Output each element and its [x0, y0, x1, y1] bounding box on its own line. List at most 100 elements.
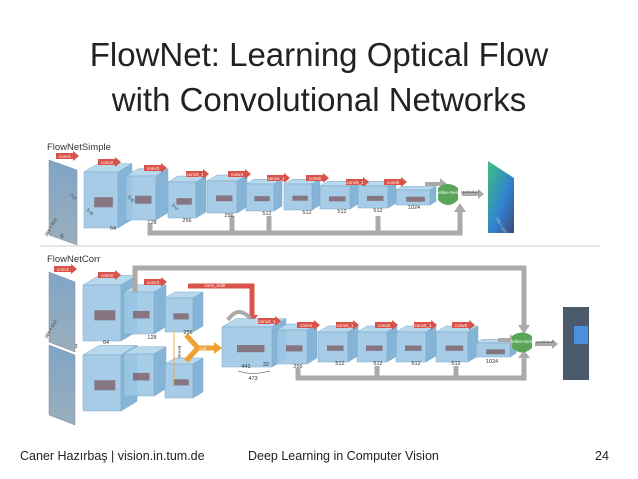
- cube-side: [349, 180, 359, 210]
- cube-side: [425, 325, 437, 363]
- skip-arrowhead: [518, 325, 530, 334]
- corr-channel-label: 256: [293, 364, 302, 370]
- refinement-block: [438, 184, 458, 205]
- simple-channel-label: 128: [147, 220, 156, 226]
- simple-channel-label: 1024: [408, 205, 420, 211]
- corr-conv-label: conv5_1: [414, 323, 432, 328]
- conv-arrow: [144, 277, 167, 287]
- kernel-block: [133, 310, 150, 319]
- kernel-block: [327, 345, 344, 351]
- conv-arrow: [297, 320, 320, 330]
- kernel-block: [286, 345, 303, 352]
- input-image-2: [48, 344, 76, 426]
- refinement-block: [512, 332, 532, 353]
- correlation-volume: [221, 318, 287, 368]
- kernel-block: [173, 313, 189, 320]
- page-number: 24: [595, 449, 609, 463]
- simple-layer-conv2: [125, 168, 169, 221]
- corr-label: corr: [199, 346, 207, 351]
- skip-arrowhead: [454, 203, 466, 212]
- input-channels: 6: [60, 234, 63, 240]
- simple-conv-label: conv5: [309, 176, 322, 181]
- conv-redir-label: conv_redir: [204, 283, 226, 288]
- corr-channel-label: 256: [183, 330, 192, 336]
- simple-layer-conv6: [395, 185, 437, 206]
- simple-layer-conv4_1: [283, 178, 321, 211]
- kernel-block: [216, 195, 233, 202]
- simple-layer-conv3: [167, 175, 207, 219]
- corr-conv-label: conv1: [57, 267, 70, 272]
- simple-conv-label: conv5_1: [346, 180, 364, 185]
- cube-side: [311, 178, 321, 211]
- kernel-size-label: 3×3: [171, 202, 180, 211]
- simple-conv-label: conv4_1: [267, 176, 285, 181]
- simple-channel-label: 256: [182, 218, 191, 224]
- conv-arrow: [258, 316, 281, 326]
- simple-conv-label: conv2: [101, 160, 114, 165]
- conv-arrow: [98, 270, 121, 280]
- skip-arrowhead: [518, 350, 530, 358]
- kernel-block: [445, 345, 464, 351]
- simple-conv-label: conv3_1: [186, 172, 204, 177]
- corr-conv-label: conv2: [101, 273, 114, 278]
- cube-side: [386, 325, 398, 363]
- flow-arrow: [498, 334, 516, 346]
- simple-conv-label: conv3: [147, 166, 160, 171]
- prediction-arrow: [462, 189, 484, 199]
- simple-channel-label: 64: [110, 226, 116, 232]
- refinement-label: refine-ment: [437, 190, 461, 195]
- simple-conv-label: conv4: [231, 172, 244, 177]
- kernel-block: [292, 195, 308, 201]
- kernel-size-label: 5×5: [127, 194, 136, 203]
- simple-conv-label: conv6: [387, 180, 400, 185]
- cube-side: [153, 284, 167, 335]
- kernel-label: kernel: [177, 346, 182, 358]
- corr-arrow: [184, 333, 214, 363]
- brace: [237, 370, 271, 374]
- corr-channel-label: 512: [373, 361, 382, 367]
- simple-channel-label: 512: [262, 211, 271, 217]
- simple-channel-label: 512: [302, 210, 311, 216]
- conv-arrow: [56, 151, 79, 161]
- total-channels-label: 473: [248, 376, 257, 382]
- conv-redir-path: [188, 283, 255, 315]
- kernel-block: [173, 379, 189, 386]
- prediction-label: prediction: [536, 339, 553, 344]
- corr-arrowhead: [214, 342, 222, 354]
- conv-arrow: [384, 177, 407, 187]
- corr-conv-label: conv6: [455, 323, 468, 328]
- redir-channels-label: 32: [263, 362, 269, 368]
- input-image-pair: [48, 159, 78, 246]
- cube-side: [195, 175, 207, 219]
- kernel-size-label: 5×5: [86, 207, 95, 216]
- kernel-block: [405, 345, 422, 351]
- simple-conv-label: conv1: [59, 154, 72, 159]
- corr-conv-label: conv3: [147, 280, 160, 285]
- simple-layer-conv3_1: [206, 174, 248, 214]
- corr-channel-label: 512: [335, 361, 344, 367]
- cube-side: [347, 325, 359, 363]
- corr-layer-conv3_1: [276, 323, 318, 365]
- cube-top: [395, 186, 437, 191]
- kernel-block: [94, 380, 116, 391]
- corr-layer-conv5_1: [435, 325, 479, 363]
- prediction-arrow: [535, 339, 558, 349]
- kernel-block: [133, 372, 150, 381]
- cube-side: [192, 357, 204, 399]
- conv-arrow: [54, 264, 77, 274]
- conv-arrow: [336, 320, 359, 330]
- kernel-block: [254, 196, 270, 202]
- footer-author: Caner Hazırbaş | vision.in.tum.de: [20, 449, 205, 463]
- conv-arrow: [452, 320, 475, 330]
- cube-side: [387, 180, 397, 209]
- cube-side: [155, 168, 169, 221]
- corr-conv3-bottom: [164, 357, 204, 399]
- kernel-block: [135, 195, 152, 204]
- kernel-block: [406, 196, 425, 202]
- kernel-block: [486, 349, 505, 355]
- corr-layer-conv5: [395, 325, 437, 363]
- conv-arrow: [306, 173, 329, 183]
- cube-side: [306, 323, 318, 365]
- input-image-1: [48, 271, 76, 353]
